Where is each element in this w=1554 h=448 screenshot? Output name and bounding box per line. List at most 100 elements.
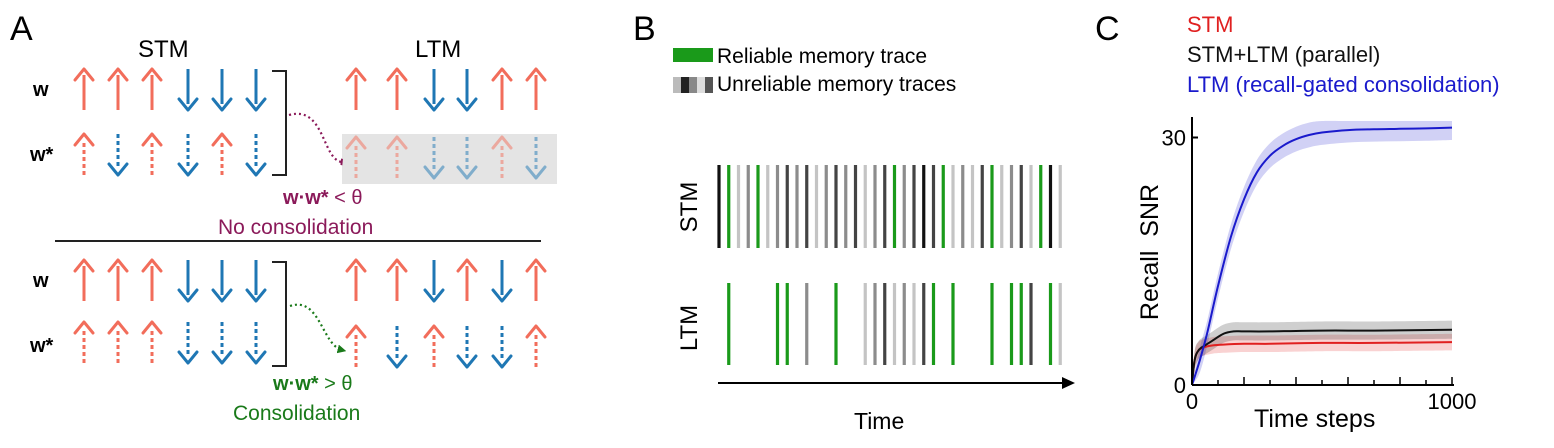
legend-unreliable-swatch	[673, 77, 713, 93]
arrow-up-icon	[386, 135, 408, 178]
y-axis-label: Recall SNR	[1136, 184, 1164, 320]
series-line-2	[1191, 126, 1453, 386]
arrow-up-icon	[107, 67, 129, 110]
row-label-stm: STM	[676, 182, 703, 233]
row-label-ltm: LTM	[676, 305, 703, 351]
formula-dot: ·	[288, 373, 296, 395]
arrow-up-icon	[345, 258, 367, 301]
arrow-up-icon	[107, 320, 129, 363]
consolidation-formula: w·w* > θ	[273, 374, 353, 394]
panel-a-arrows	[73, 67, 547, 369]
arrow-down-icon	[423, 69, 445, 112]
series-band-0	[1192, 333, 1452, 385]
formula-relation: > θ	[324, 373, 353, 395]
formula-wstar: w*	[295, 373, 319, 395]
panel-a-letter: A	[10, 10, 33, 48]
panel-c-letter: C	[1095, 10, 1120, 48]
arrow-up-icon	[456, 258, 478, 301]
row-label-w-bottom: w	[33, 270, 49, 292]
arrow-up-icon	[525, 258, 547, 301]
arrow-up-icon	[525, 67, 547, 110]
bracket-bottom	[272, 261, 287, 367]
x-axis-label: Time steps	[1254, 405, 1376, 433]
legend-reliable-label: Reliable memory trace	[717, 45, 928, 68]
stm-title: STM	[138, 36, 189, 63]
formula-w: w	[283, 187, 299, 209]
row-label-w-top: w	[33, 79, 49, 101]
arrow-down-icon	[456, 326, 478, 369]
arrow-up-icon	[141, 320, 163, 363]
arrow-down-icon	[211, 260, 233, 303]
arrow-up-icon	[73, 67, 95, 110]
arrow-up-icon	[345, 135, 367, 178]
arrow-down-icon	[245, 134, 267, 177]
arrow-down-icon	[177, 322, 199, 365]
arrow-down-icon	[423, 137, 445, 180]
arrow-down-icon	[211, 322, 233, 365]
arrow-up-icon	[345, 324, 367, 367]
y-tick-label: 0	[1174, 373, 1186, 398]
x-tick-label: 1000	[1428, 389, 1477, 414]
arrow-up-icon	[141, 132, 163, 175]
arrow-up-icon	[525, 324, 547, 367]
arrow-up-icon	[386, 67, 408, 110]
arrow-up-icon	[491, 135, 513, 178]
series-line-1	[1191, 328, 1453, 386]
x-tick-label: 0	[1186, 389, 1198, 414]
panel-b-letter: B	[633, 10, 656, 48]
bracket-top	[272, 70, 287, 176]
arrow-up-icon	[73, 258, 95, 301]
chart-axes: 0 30 0 1000	[1162, 117, 1477, 414]
arrow-up-icon	[386, 258, 408, 301]
arrow-up-icon	[73, 320, 95, 363]
arrow-down-icon	[245, 260, 267, 303]
legend-reliable-swatch	[673, 48, 713, 62]
no-consolidation-label: No consolidation	[218, 216, 374, 239]
row-label-wstar-bottom: w*	[30, 335, 54, 357]
arrow-down-icon	[211, 69, 233, 112]
legend-unreliable-label: Unreliable memory traces	[717, 73, 957, 96]
arrow-up-icon	[141, 67, 163, 110]
series-band-1	[1192, 320, 1452, 385]
arrow-down-icon	[456, 137, 478, 180]
arrow-up-icon	[211, 132, 233, 175]
ltm-traces	[727, 283, 1062, 365]
stm-traces	[717, 165, 1062, 248]
arrow-down-icon	[491, 326, 513, 369]
arrow-down-icon	[525, 137, 547, 180]
arrow-down-icon	[107, 134, 129, 177]
no-consolidation-connector	[288, 112, 343, 166]
arrow-down-icon	[245, 322, 267, 365]
arrow-down-icon	[177, 134, 199, 177]
arrow-down-icon	[456, 69, 478, 112]
series-lines	[1191, 126, 1453, 386]
arrow-down-icon	[177, 69, 199, 112]
row-label-wstar-top: w*	[30, 144, 54, 166]
arrow-down-icon	[245, 69, 267, 112]
formula-wstar: w*	[305, 187, 329, 209]
y-tick-label: 30	[1162, 126, 1186, 151]
arrow-up-icon	[107, 258, 129, 301]
legend-recall-gated: LTM (recall-gated consolidation)	[1187, 72, 1500, 97]
arrow-down-icon	[423, 260, 445, 303]
arrow-down-icon	[177, 260, 199, 303]
arrow-down-icon	[491, 260, 513, 303]
no-consolidation-formula: w·w* < θ	[283, 188, 363, 208]
formula-w: w	[273, 373, 289, 395]
consolidation-label: Consolidation	[233, 402, 361, 425]
arrow-up-icon	[73, 132, 95, 175]
formula-relation: < θ	[334, 187, 363, 209]
legend-stm: STM	[1187, 12, 1234, 37]
formula-dot: ·	[298, 187, 306, 209]
series-bands	[1192, 120, 1452, 385]
ltm-no-consolidation-box	[342, 134, 557, 184]
legend-parallel: STM+LTM (parallel)	[1187, 42, 1381, 67]
time-axis-arrowhead	[1062, 377, 1075, 389]
arrow-up-icon	[345, 67, 367, 110]
arrow-down-icon	[386, 326, 408, 369]
arrow-up-icon	[423, 324, 445, 367]
ltm-title: LTM	[415, 36, 462, 63]
